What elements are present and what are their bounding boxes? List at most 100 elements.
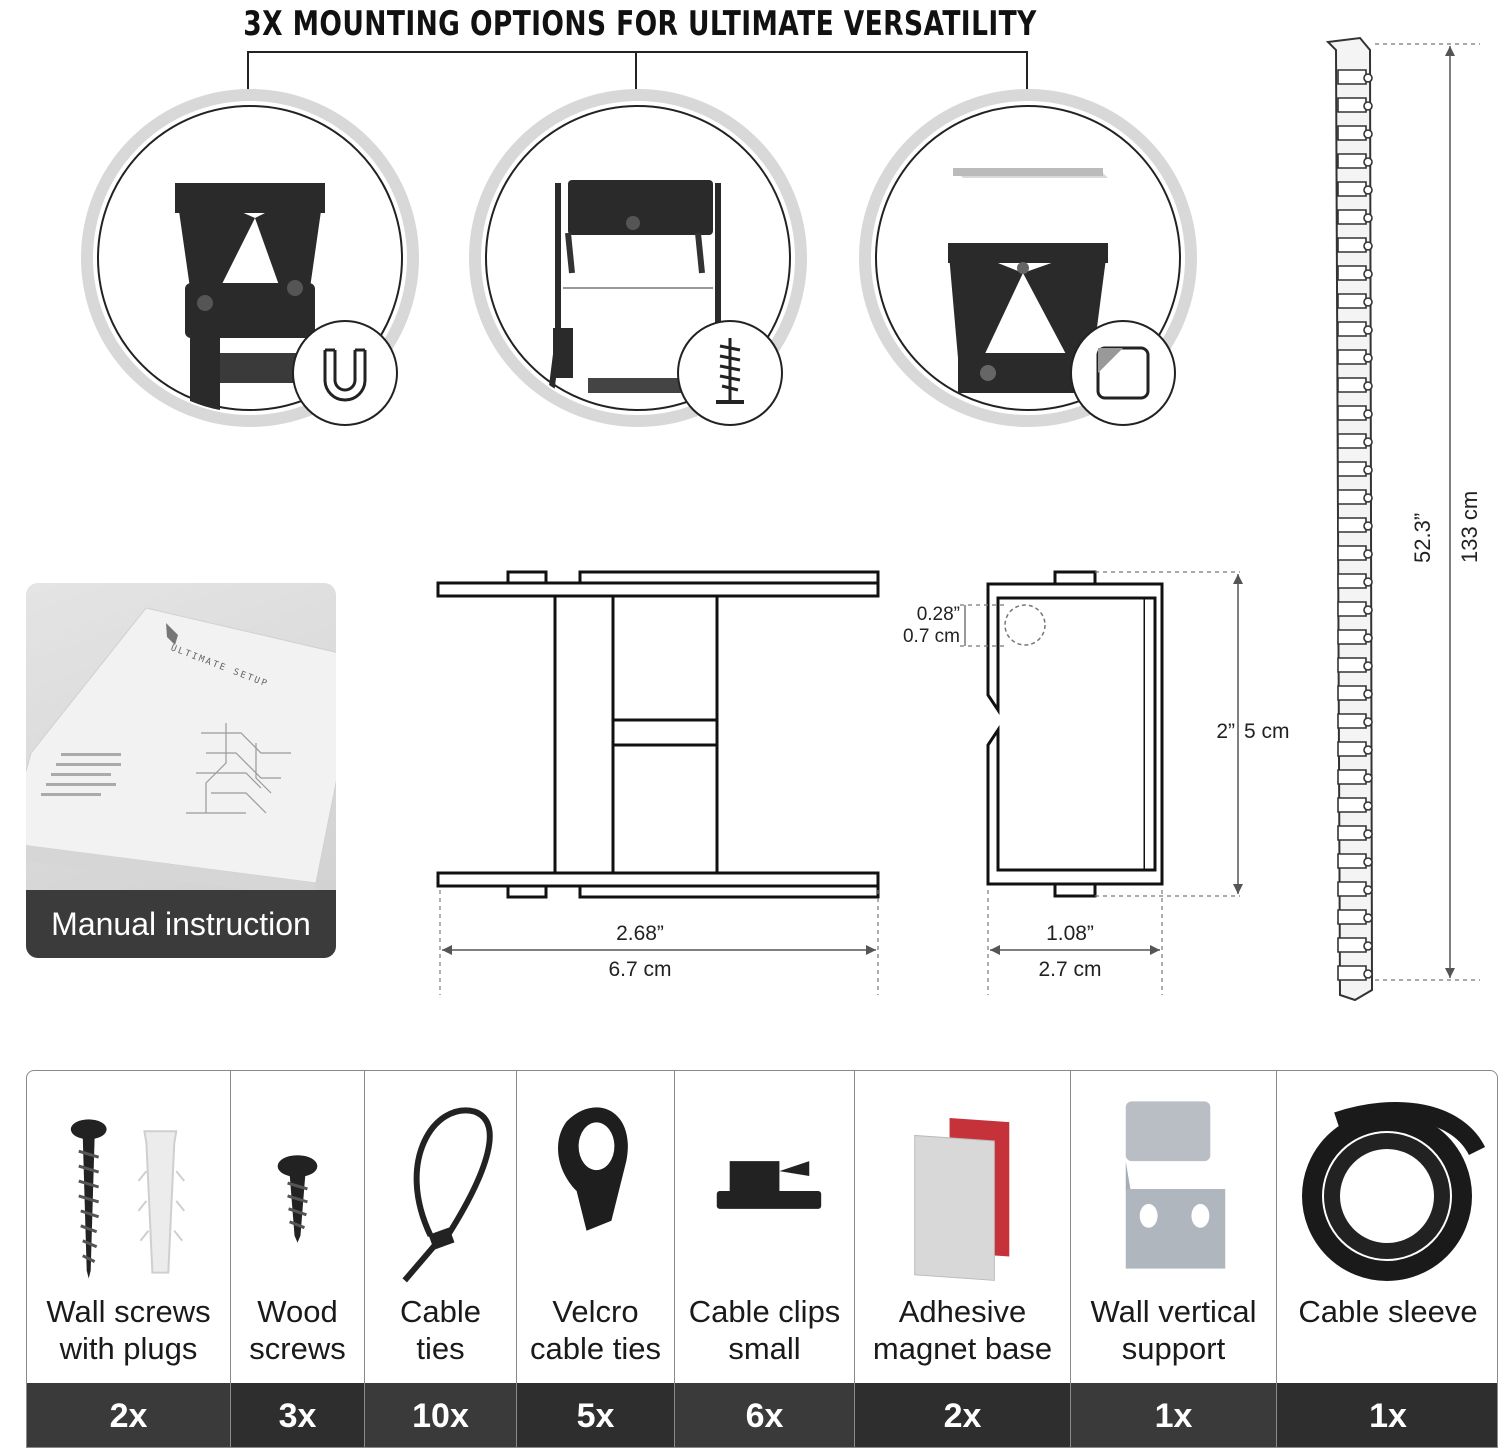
spine-link-pin [1363,577,1373,587]
spine-link [1337,181,1367,197]
spine-link-pin [1363,885,1373,895]
cable-clip-icon [716,1161,822,1209]
spine-link-pin [1363,269,1373,279]
spine-link [1337,937,1367,953]
spine-link [1337,69,1367,85]
item-velcro-ties: Velcro cable ties 5x [517,1071,675,1447]
spine-link [1337,125,1367,141]
item-label: Wood screws [249,1294,346,1366]
spine-link-pin [1363,633,1373,643]
side-width-inch: 1.08” [1046,922,1094,945]
spine-link-pin [1363,829,1373,839]
item-label: Wall screws with plugs [46,1294,211,1366]
spine-link-pin [1363,661,1373,671]
spine-link [1337,405,1367,421]
spine-link [1337,377,1367,393]
spine-link-pin [1363,381,1373,391]
item-cable-clips: Cable clips small 6x [675,1071,855,1447]
mount-option-adhesive [858,88,1198,428]
front-width-inch: 2.68” [616,922,664,945]
spine-link-pin [1363,465,1373,475]
item-wood-screws: Wood screws 3x [231,1071,365,1447]
page-title: 3X MOUNTING OPTIONS FOR ULTIMATE VERSATI… [243,4,1037,44]
wall-screw-plug-icon [70,1119,186,1279]
item-label: Velcro cable ties [530,1294,661,1366]
front-width-cm: 6.7 cm [608,958,672,981]
cable-sleeve-icon [1302,1102,1486,1281]
item-wall-screws: Wall screws with plugs 2x [27,1071,231,1447]
wall-support-icon [1125,1101,1226,1269]
spine-link [1337,349,1367,365]
front-view-drawing [436,570,880,995]
item-wall-support: Wall vertical support 1x [1071,1071,1277,1447]
item-qty: 6x [675,1383,854,1447]
spine-link-pin [1363,297,1373,307]
spine-link [1337,741,1367,757]
spine-link [1337,825,1367,841]
manual-label: Manual instruction [26,890,336,958]
manual-booklet-image [26,607,336,893]
cable-tie-icon [402,1107,493,1283]
spine-link-pin [1363,717,1373,727]
spine-link [1337,881,1367,897]
spine-link [1337,713,1367,729]
spine-link [1337,461,1367,477]
spine-link-pin [1363,129,1373,139]
item-magnet-base: Adhesive magnet base 2x [855,1071,1071,1447]
adhesive-sticker-icon [1070,320,1176,426]
spine-link [1337,657,1367,673]
item-cable-sleeve: Cable sleeve 1x [1277,1071,1497,1447]
spine-link-pin [1363,437,1373,447]
magnet-icon [292,320,398,426]
side-width-cm: 2.7 cm [1038,958,1102,981]
spine-link-pin [1363,493,1373,503]
item-cable-ties: Cable ties 10x [365,1071,517,1447]
included-items-table: Wall screws with plugs 2x Wood screws 3x… [26,1070,1498,1448]
item-qty: 1x [1071,1383,1276,1447]
spine-link-pin [1363,213,1373,223]
spine-link-pin [1363,353,1373,363]
spine-link [1337,517,1367,533]
item-qty: 2x [27,1383,230,1447]
hole-diameter-cm: 0.7 cm [902,626,960,647]
spine-link [1337,853,1367,869]
mount-option-magnet [80,88,420,428]
spine-link [1337,573,1367,589]
spine-link [1337,293,1367,309]
item-label: Cable clips small [688,1294,841,1366]
height-cm: 5 cm [1244,720,1290,743]
magnet-base-icon [914,1115,1010,1281]
spine-link [1337,601,1367,617]
spine-link [1337,685,1367,701]
spine-link-pin [1363,857,1373,867]
spine-link [1337,545,1367,561]
spine-link [1337,153,1367,169]
item-label: Cable ties [400,1294,481,1366]
spine-link [1337,97,1367,113]
item-qty: 2x [855,1383,1070,1447]
spine-link-pin [1363,745,1373,755]
total-length-inch: 52.3” [1410,512,1435,563]
spine-link [1337,489,1367,505]
spine-link-pin [1363,773,1373,783]
spine-link-pin [1363,941,1373,951]
spine-link-pin [1363,73,1373,83]
spine-link [1337,237,1367,253]
item-qty: 3x [231,1383,364,1447]
item-label: Cable sleeve [1298,1294,1478,1329]
spine-link-pin [1363,241,1373,251]
spine-link [1337,909,1367,925]
spine-link [1337,209,1367,225]
item-label: Adhesive magnet base [872,1294,1053,1366]
spine-link [1337,433,1367,449]
spine-link-pin [1363,325,1373,335]
item-qty: 1x [1277,1383,1497,1447]
spine-link-pin [1363,521,1373,531]
spine-link [1337,265,1367,281]
spine-link-pin [1363,185,1373,195]
side-view-drawing [960,570,1243,995]
spine-link-pin [1363,969,1373,979]
wood-screw-icon [277,1155,318,1243]
height-inch: 2” [1216,720,1235,743]
cable-spine-image [1325,36,1480,1002]
